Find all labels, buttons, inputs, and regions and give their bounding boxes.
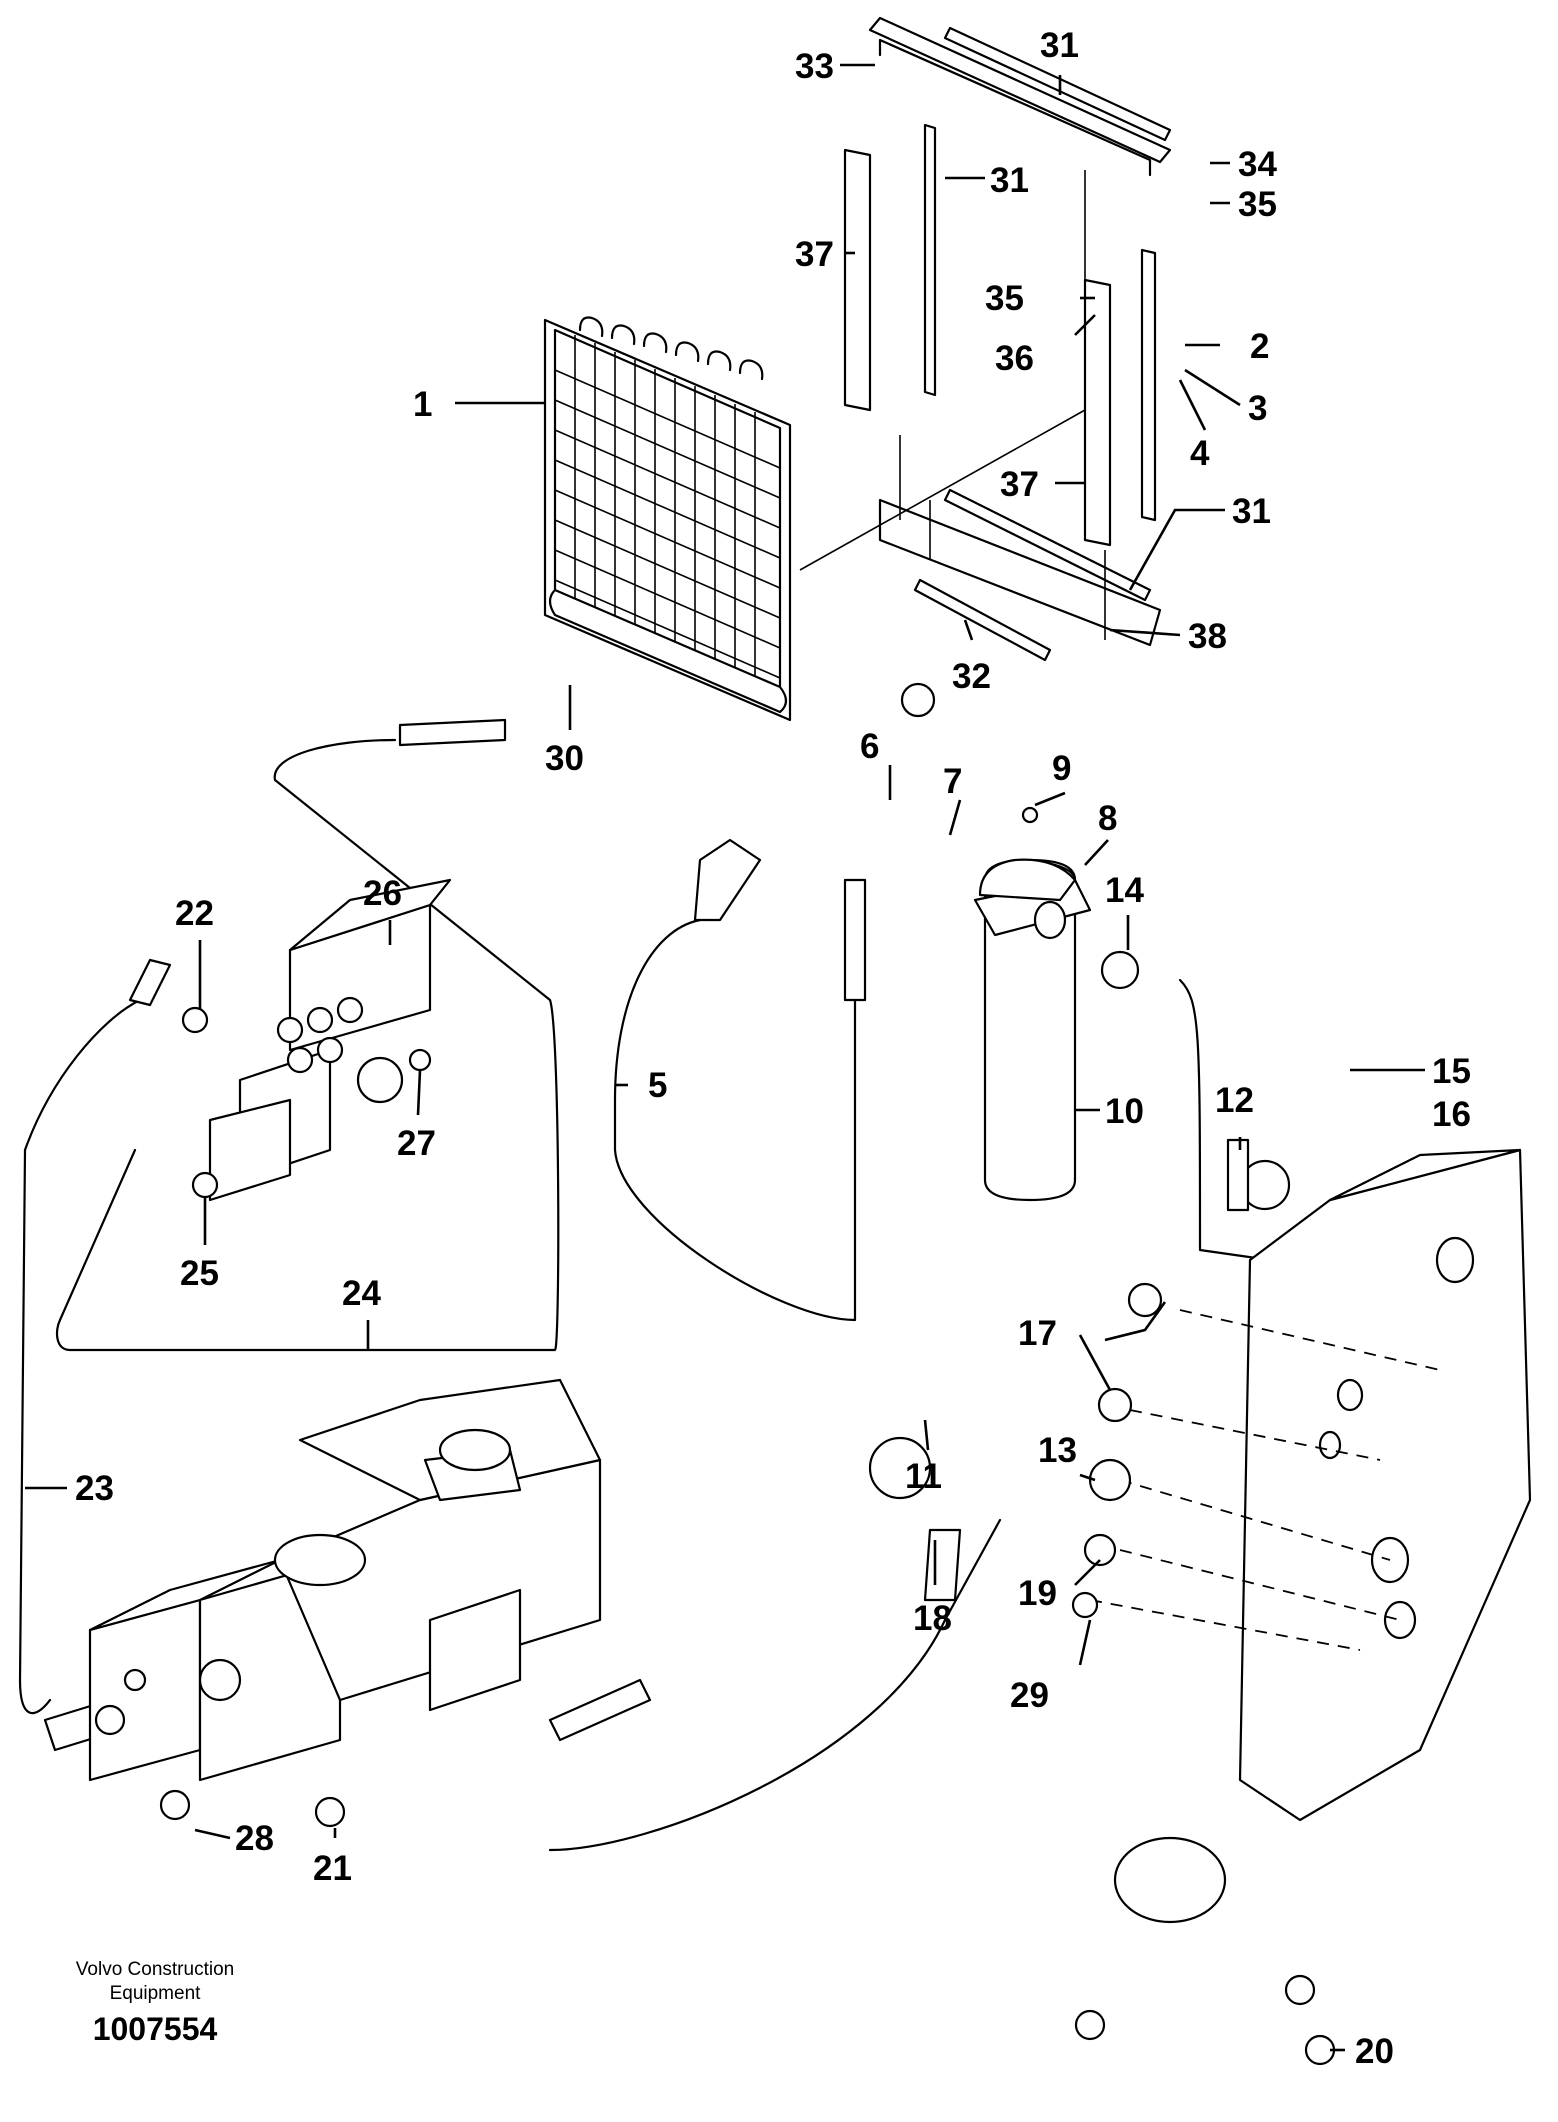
callout-15: 15: [1432, 1052, 1471, 1091]
filter-assembly: [973, 858, 1092, 1202]
callout-5: 5: [648, 1066, 667, 1105]
drawing-number: 1007554: [93, 2011, 218, 2047]
callout-13: 13: [1038, 1431, 1077, 1470]
callout-8: 8: [1098, 799, 1117, 838]
callout-2: 2: [1250, 327, 1269, 366]
callout-7: 7: [943, 762, 962, 801]
callout-24: 24: [342, 1274, 381, 1313]
callout-27: 27: [397, 1124, 436, 1163]
company-line-2: Equipment: [110, 1983, 202, 2004]
callout-1: 1: [413, 385, 432, 424]
footer: Volvo Construction Equipment 1007554: [76, 1959, 234, 2047]
callout-20: 20: [1355, 2032, 1394, 2071]
callout-11: 11: [905, 1457, 942, 1496]
callout-25: 25: [180, 1254, 219, 1293]
callout-leaders: [25, 63, 1425, 2052]
callout-4: 4: [1190, 434, 1210, 473]
callout-31-top: 31: [1040, 26, 1079, 65]
fittings: [159, 682, 1336, 2066]
callout-36: 36: [995, 339, 1034, 378]
callout-17: 17: [1018, 1314, 1057, 1353]
callout-22: 22: [175, 894, 214, 933]
callout-34: 34: [1238, 145, 1277, 184]
callout-30: 30: [545, 739, 584, 778]
callout-37-left: 37: [795, 235, 834, 274]
cooler-mounting-frame: [799, 16, 1172, 662]
mounting-plate: [1113, 1148, 1532, 2006]
callout-21: 21: [313, 1849, 352, 1888]
control-valve: [208, 878, 452, 1202]
callout-labels: 1 2 3 4 5 6 7 8 9 10 11 12 13 14 15 16 1…: [75, 26, 1471, 2071]
alignment-lines: [1089, 1309, 1441, 1651]
callout-33: 33: [795, 47, 834, 86]
callout-12: 12: [1215, 1081, 1254, 1120]
callout-37-right: 37: [1000, 465, 1039, 504]
callout-19: 19: [1018, 1574, 1057, 1613]
callout-28: 28: [235, 1819, 274, 1858]
oil-cooler: [543, 316, 792, 722]
callout-16: 16: [1432, 1095, 1471, 1134]
hydraulic-pump: [88, 1378, 602, 1782]
callout-38: 38: [1188, 617, 1227, 656]
callout-31-right: 31: [1232, 492, 1271, 531]
callout-10: 10: [1105, 1092, 1144, 1131]
callout-14: 14: [1105, 871, 1144, 910]
callout-35-lower: 35: [985, 279, 1024, 318]
callout-26: 26: [363, 874, 402, 913]
callout-9: 9: [1052, 749, 1071, 788]
callout-18: 18: [913, 1599, 952, 1638]
callout-6: 6: [860, 727, 879, 766]
callout-23: 23: [75, 1469, 114, 1508]
callout-3: 3: [1248, 389, 1267, 428]
hydraulic-lines: [18, 718, 1272, 1852]
company-line-1: Volvo Construction: [76, 1959, 234, 1980]
callout-31-middle: 31: [990, 161, 1029, 200]
callout-32: 32: [952, 657, 991, 696]
callout-29: 29: [1010, 1676, 1049, 1715]
callout-35-upper: 35: [1238, 185, 1277, 224]
